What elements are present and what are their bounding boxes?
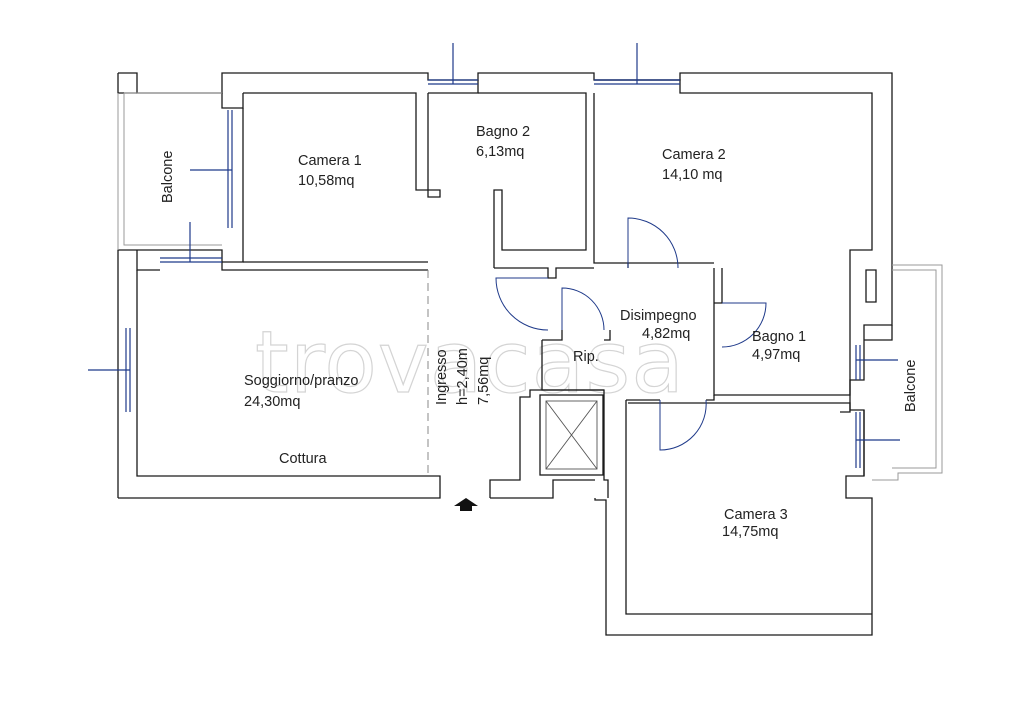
camera1-area: 10,58mq bbox=[298, 173, 354, 189]
windows bbox=[88, 43, 900, 468]
rip-label: Rip. bbox=[573, 349, 599, 365]
balcone-right-rail bbox=[872, 264, 943, 481]
bagno1-area: 4,97mq bbox=[752, 347, 800, 363]
room-camera3: Camera 3 14,75mq bbox=[722, 507, 788, 540]
room-bagno2: Bagno 2 6,13mq bbox=[476, 124, 530, 160]
soggiorno-label: Soggiorno/pranzo bbox=[244, 373, 358, 389]
entrance-arrow-icon bbox=[454, 498, 478, 511]
soggiorno-area: 24,30mq bbox=[244, 394, 300, 410]
ingresso-height: h=2,40m bbox=[455, 348, 471, 405]
room-bagno1: Bagno 1 4,97mq bbox=[752, 329, 806, 363]
camera3-area: 14,75mq bbox=[722, 524, 778, 540]
elevator-shaft-icon bbox=[539, 394, 604, 476]
disimpegno-label: Disimpegno bbox=[620, 308, 697, 324]
camera3-label: Camera 3 bbox=[724, 507, 788, 523]
bagno1-label: Bagno 1 bbox=[752, 329, 806, 345]
bagno2-label: Bagno 2 bbox=[476, 124, 530, 140]
camera2-label: Camera 2 bbox=[662, 147, 726, 163]
ingresso-area: 7,56mq bbox=[476, 357, 492, 405]
disimpegno-area: 4,82mq bbox=[642, 326, 690, 342]
room-camera2: Camera 2 14,10 mq bbox=[662, 147, 726, 183]
room-soggiorno: Soggiorno/pranzo 24,30mq Cottura bbox=[244, 373, 358, 467]
balcone-right-label: Balcone bbox=[903, 360, 919, 412]
cottura-label: Cottura bbox=[279, 451, 327, 467]
room-disimpegno: Disimpegno 4,82mq bbox=[620, 308, 697, 342]
watermark: trovacasa bbox=[255, 313, 685, 413]
camera2-area: 14,10 mq bbox=[662, 167, 722, 183]
outer-walls bbox=[117, 72, 893, 636]
balcone-left-rail bbox=[117, 92, 222, 250]
camera1-label: Camera 1 bbox=[298, 153, 362, 169]
doors bbox=[495, 217, 767, 451]
room-ingresso: Ingresso h=2,40m 7,56mq bbox=[434, 348, 492, 405]
balcone-left-label: Balcone bbox=[160, 151, 176, 203]
room-camera1: Camera 1 10,58mq bbox=[298, 153, 362, 189]
ingresso-label: Ingresso bbox=[434, 349, 450, 405]
bagno2-area: 6,13mq bbox=[476, 144, 524, 160]
